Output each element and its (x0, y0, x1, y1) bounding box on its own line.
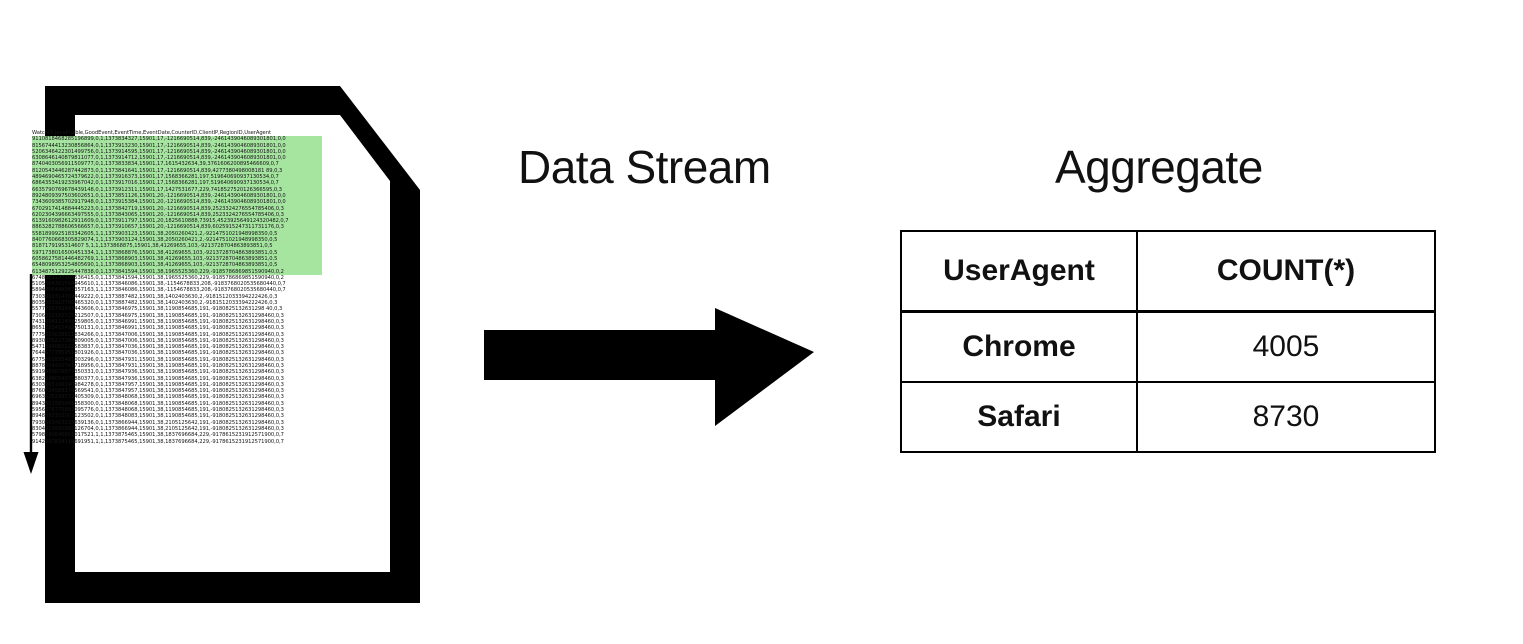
csv-data-row: 5206346422301499756,0,1,1373914595,15901… (32, 148, 322, 156)
csv-data-row: 6748981127186536415,0,1,1373841594,15901… (32, 274, 284, 281)
cell-count-safari: 8730 (1136, 381, 1436, 453)
csv-data-row: 6963005249772405309,0,1,1373848068,15901… (32, 394, 284, 401)
csv-data-row: 8760724589174569541,0,1,1373847957,15901… (32, 388, 284, 395)
csv-data-row: 6139160982612911609,0,1,1373911797,15901… (32, 218, 322, 225)
csv-data-row: 6382948654076880377,0,1,1373847936,15901… (32, 375, 284, 382)
csv-data-row: 8943501585945358300,0,1,1373848068,15901… (32, 400, 284, 407)
csv-data-row: 7303939314769449222,0,1,1373887482,15901… (32, 293, 278, 300)
csv-data-row: 8120543446287442873,0,1,1373841641,15901… (32, 167, 322, 175)
csv-data-row: 5577736742543443606,0,1,1373846975,15901… (32, 306, 283, 313)
csv-data-row: 7306310182725212507,0,1,1373846975,15901… (32, 312, 284, 319)
csv-data-row: 6702917414884445223,0,1,1373842719,15901… (32, 205, 322, 212)
csv-data-row: 5798540646801017521,1,1,1373875465,15901… (32, 432, 284, 439)
table-row: Safari 8730 (900, 381, 1436, 453)
csv-data-row: 7343609385702917948,0,1,1373915384,15901… (32, 199, 322, 206)
csv-data-row: 5105364361564945610,1,1,1373846086,15901… (32, 281, 286, 288)
csv-data-row: 5471849080122583837,0,1,1373847036,15901… (32, 344, 284, 351)
csv-data-row: 8651233415492750131,0,1,1373846991,15901… (32, 325, 284, 332)
csv-data-row: 6134875129225447838,0,1,1373841594,15901… (32, 268, 322, 275)
csv-data-row: 7775215638811834266,0,1,1373847006,15901… (32, 331, 284, 338)
csv-data-row: 8740403056911509777,0,1,1373833834,15901… (32, 161, 322, 168)
csv-data-row: 7644677785951801926,0,1,1373847036,15901… (32, 350, 284, 357)
csv-data-row: 8948892333003123502,0,1,1373848083,15901… (32, 413, 284, 420)
cell-count-chrome: 4005 (1136, 310, 1436, 383)
csv-data-row: 8304919690965126704,0,1,1373866944,15901… (32, 425, 284, 432)
csv-header-line: WatchID,JavaEnable,GoodEvent,EventTime,E… (32, 130, 271, 136)
csv-data-row: 6775601835481003296,0,1,1373847931,15901… (32, 356, 284, 363)
csv-data-row: 5971738016500451334,1,1,1373868876,15901… (32, 249, 322, 256)
cell-useragent-chrome: Chrome (900, 310, 1138, 383)
csv-data-row: 8930076227364809005,0,1,1373847006,15901… (32, 337, 284, 344)
column-header-count: COUNT(*) (1136, 230, 1436, 313)
csv-data-row: 6635790769678439148,0,1,1373912311,15901… (32, 186, 322, 193)
csv-data-row: 7930693463233639136,0,1,1373866944,15901… (32, 419, 284, 426)
csv-data-row: 8407760668305829074,1,1,1373903124,15901… (32, 237, 322, 244)
table-header-row: UserAgent COUNT(*) (900, 230, 1436, 313)
data-stream-label: Data Stream (518, 141, 771, 193)
csv-data-row: 8187179195314607 5,1,1,1373868875,15901,… (32, 243, 322, 250)
csv-data-row: 5894206448987357163,1,1,1373846086,15901… (32, 287, 286, 294)
csv-data-row: 6058627581446482769,1,1,1373868903,15901… (32, 255, 322, 263)
csv-text-block: WatchID,JavaEnable,GoodEvent,EventTime,E… (32, 130, 322, 445)
csv-data-row: 8035905910786465320,0,1,1373887482,15901… (32, 300, 278, 307)
csv-data-row: 6303965199240984278,0,1,1373847957,15901… (32, 381, 284, 388)
csv-data-row: 8878904430741718956,0,1,1373847931,15901… (32, 362, 284, 369)
csv-data-row: 5919893676877350331,0,1,1373847936,15901… (32, 369, 284, 376)
csv-data-row: 5956376775892095776,0,1,1373848068,15901… (32, 407, 284, 414)
column-header-useragent: UserAgent (900, 230, 1138, 313)
csv-data-row: 5581899925183342605,1,1,1373903123,15901… (32, 230, 322, 238)
csv-data-row: 6308646140879811077,0,1,1373914712,15901… (32, 155, 322, 162)
cell-useragent-safari: Safari (900, 381, 1138, 453)
aggregate-table: UserAgent COUNT(*) Chrome 4005 Safari 87… (900, 230, 1436, 453)
csv-data-row: 6202304396663497555,0,1,1373843065,15901… (32, 211, 322, 219)
csv-data-row: 8863282788606566657,0,1,1373910657,15901… (32, 224, 322, 231)
csv-data-row: 8156744413230856864,0,1,1373913230,15901… (32, 142, 322, 149)
csv-data-row: 8924809397503602651,0,1,1373851126,15901… (32, 192, 322, 200)
csv-data-row: 6864353419233967042,0,1,1373917016,15901… (32, 180, 322, 187)
csv-data-row: 9110818468285196899,0,1,1373834327,15901… (32, 136, 322, 143)
csv-data-row: 7431898112455259805,0,1,1373846991,15901… (32, 318, 284, 325)
right-arrow-icon (484, 308, 814, 426)
aggregate-title: Aggregate (1055, 141, 1263, 193)
csv-data-row: 4894690465724379622,0,1,1373916373,15901… (32, 174, 322, 181)
csv-data-row: 6548098953254805690,1,1,1373868903,15901… (32, 262, 322, 269)
table-row: Chrome 4005 (900, 310, 1436, 383)
down-arrow-icon (23, 274, 39, 474)
csv-data-row: 9142387834119691951,1,1,1373875465,15901… (32, 438, 284, 445)
